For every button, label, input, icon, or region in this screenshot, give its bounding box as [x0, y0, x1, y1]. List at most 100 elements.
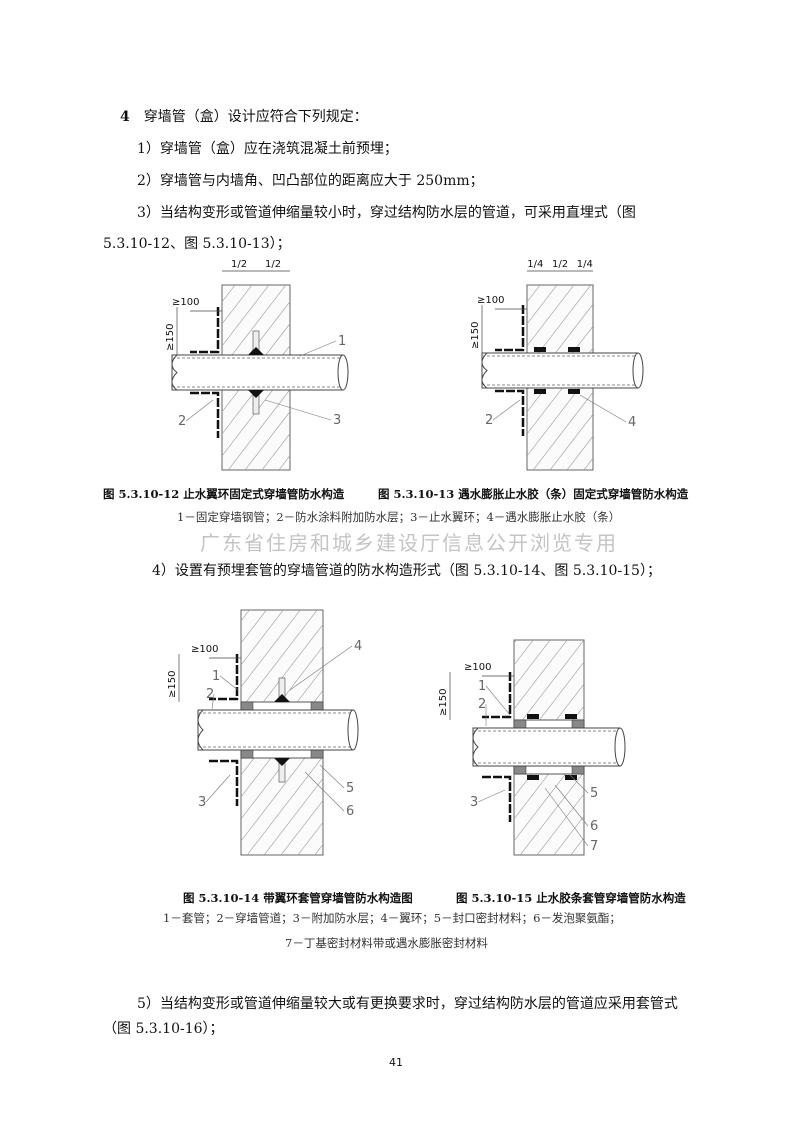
fig15-seal	[571, 765, 585, 775]
fig14-diagram	[178, 609, 359, 1122]
fig15-swell-strip	[565, 714, 577, 719]
fig12-weld	[248, 347, 264, 355]
fig14-hatch	[241, 610, 318, 710]
fig15-waterproof-layer	[482, 672, 512, 719]
fig13-hatch	[527, 106, 593, 192]
fig14-label-4: 4	[354, 639, 362, 654]
fig14-waterproof-layer	[209, 654, 239, 701]
fig13-caption: 图 5.3.10-13 遇水膨胀止水胶（条）固定式穿墙管防水构造	[378, 487, 689, 501]
fig13-label-4: 4	[628, 415, 636, 430]
fig15-waterproof-layer	[482, 775, 512, 822]
fig13-hatch	[527, 84, 593, 170]
item-4-4: 4）设置有预埋套管的穿墙管道的防水构造形式（图 5.3.10-14、图 5.3.…	[152, 563, 661, 579]
fig12-label-1: 1	[338, 334, 346, 349]
fig12-pipe-end	[337, 354, 349, 391]
legend-b2: 7－丁基密封材料带或遇水膨胀密封材料	[285, 936, 488, 950]
fig14-label-3: 3	[198, 795, 206, 810]
fig14-waterproof-layer	[209, 759, 239, 806]
fig14-seal	[310, 749, 324, 759]
item-4-5: 5）当结构变形或管道伸缩量较大或有更换要求时，穿过结构防水层的管道应采用套管式	[137, 996, 678, 1012]
fig14-label-2: 2	[206, 687, 214, 702]
item-4-2: 2）穿墙管与内墙角、凹凸部位的距离应大于 250mm；	[137, 173, 484, 189]
fig14-seal	[310, 701, 324, 711]
fig12-leader	[185, 399, 214, 422]
fig15-hatch	[514, 970, 584, 1061]
fig13-hatch	[527, 172, 593, 258]
fig15-hatch	[514, 640, 584, 732]
fig12-pipe	[171, 354, 344, 391]
fig15-hatch	[519, 771, 584, 855]
fig13-pipe-end	[632, 352, 644, 389]
fig15-swell-strip	[527, 714, 539, 719]
fig14-dim-150: ≥150	[167, 671, 178, 698]
fig15-label-6: 6	[590, 819, 598, 834]
fig15-label-5: 5	[590, 786, 598, 801]
fig14-label-5: 5	[346, 781, 354, 796]
fig13-hatch	[527, 285, 558, 325]
fig12-hatch	[222, 104, 290, 192]
fig13-swell-strip	[534, 347, 546, 352]
fig15-swell-strip	[565, 775, 577, 780]
fig12-pipe-break	[171, 354, 178, 391]
fig14-hatch	[241, 976, 323, 1083]
fig14-hatch	[241, 610, 301, 688]
fig15-leader	[554, 784, 589, 827]
fig15-pipe	[472, 727, 621, 767]
fig13-swell-strip	[568, 389, 580, 394]
fig15-seal	[571, 719, 585, 729]
fig15-hatch	[514, 1058, 584, 1122]
fig14-leader	[319, 764, 345, 789]
fig14-leader	[205, 774, 231, 803]
fig12-label-3: 3	[333, 413, 341, 428]
fig12-waterproof-layer	[190, 307, 220, 354]
fig13-hatch	[527, 285, 541, 303]
fig13-hatch	[527, 150, 593, 236]
fig15-label-2: 2	[478, 697, 486, 712]
fig15-hatch	[570, 837, 584, 855]
fig13-pipe	[481, 352, 639, 389]
fig15-hatch	[514, 1014, 584, 1105]
fig12-dim-fraction: 1/2	[265, 259, 281, 270]
fig15-swell-strip	[527, 775, 539, 780]
fig12-hatch	[222, 170, 290, 258]
fig13-hatch	[532, 392, 593, 470]
fig15-diagram	[449, 639, 626, 1122]
item-4-text: 穿墙管（盒）设计应符合下列规定：	[143, 109, 368, 125]
fig14-label-6: 6	[346, 804, 354, 819]
fig14-hatch	[241, 1020, 323, 1122]
fig12-hatch	[222, 82, 290, 170]
item-4-5-cont: （图 5.3.10-16）；	[103, 1021, 224, 1037]
fig15-leader	[485, 685, 511, 716]
fig14-hatch	[280, 800, 323, 855]
fig12-dim-fraction: 1/2	[231, 259, 247, 270]
fig15-leader	[569, 774, 589, 794]
fig15-leader	[477, 789, 506, 803]
fig13-swell-strip	[568, 347, 580, 352]
fig14-pipe	[197, 709, 354, 751]
fig12-hatch	[222, 126, 290, 214]
fig14-hatch	[246, 756, 323, 855]
fig14-hatch	[297, 822, 323, 855]
fig12-hatch	[222, 285, 236, 303]
fig14-caption: 图 5.3.10-14 带翼环套管穿墙管防水构造图	[183, 891, 413, 905]
fig15-hatch	[514, 640, 551, 688]
fig15-seal	[513, 765, 527, 775]
fig13-waterproof-layer	[495, 389, 525, 436]
fig12-hatch	[261, 433, 290, 470]
fig12-label-2: 2	[178, 414, 186, 429]
fig15-dim-100: ≥100	[464, 662, 491, 673]
fig13-hatch	[566, 436, 593, 470]
fig13-pipe-break	[481, 352, 488, 389]
fig13-hatch	[549, 414, 593, 470]
fig14-label-1: 1	[212, 669, 220, 684]
fig15-hatch	[536, 793, 584, 855]
fig13-label-2: 2	[485, 413, 493, 428]
fig12-diagram	[171, 82, 349, 471]
fig15-caption: 图 5.3.10-15 止水胶条套管穿墙管防水构造	[456, 891, 686, 905]
fig14-leader	[219, 675, 239, 691]
fig12-leader	[299, 340, 337, 357]
fig14-weld	[274, 758, 290, 766]
fig14-leader	[289, 645, 353, 691]
fig12-caption: 图 5.3.10-12 止水翼环固定式穿墙管防水构造	[103, 487, 345, 501]
